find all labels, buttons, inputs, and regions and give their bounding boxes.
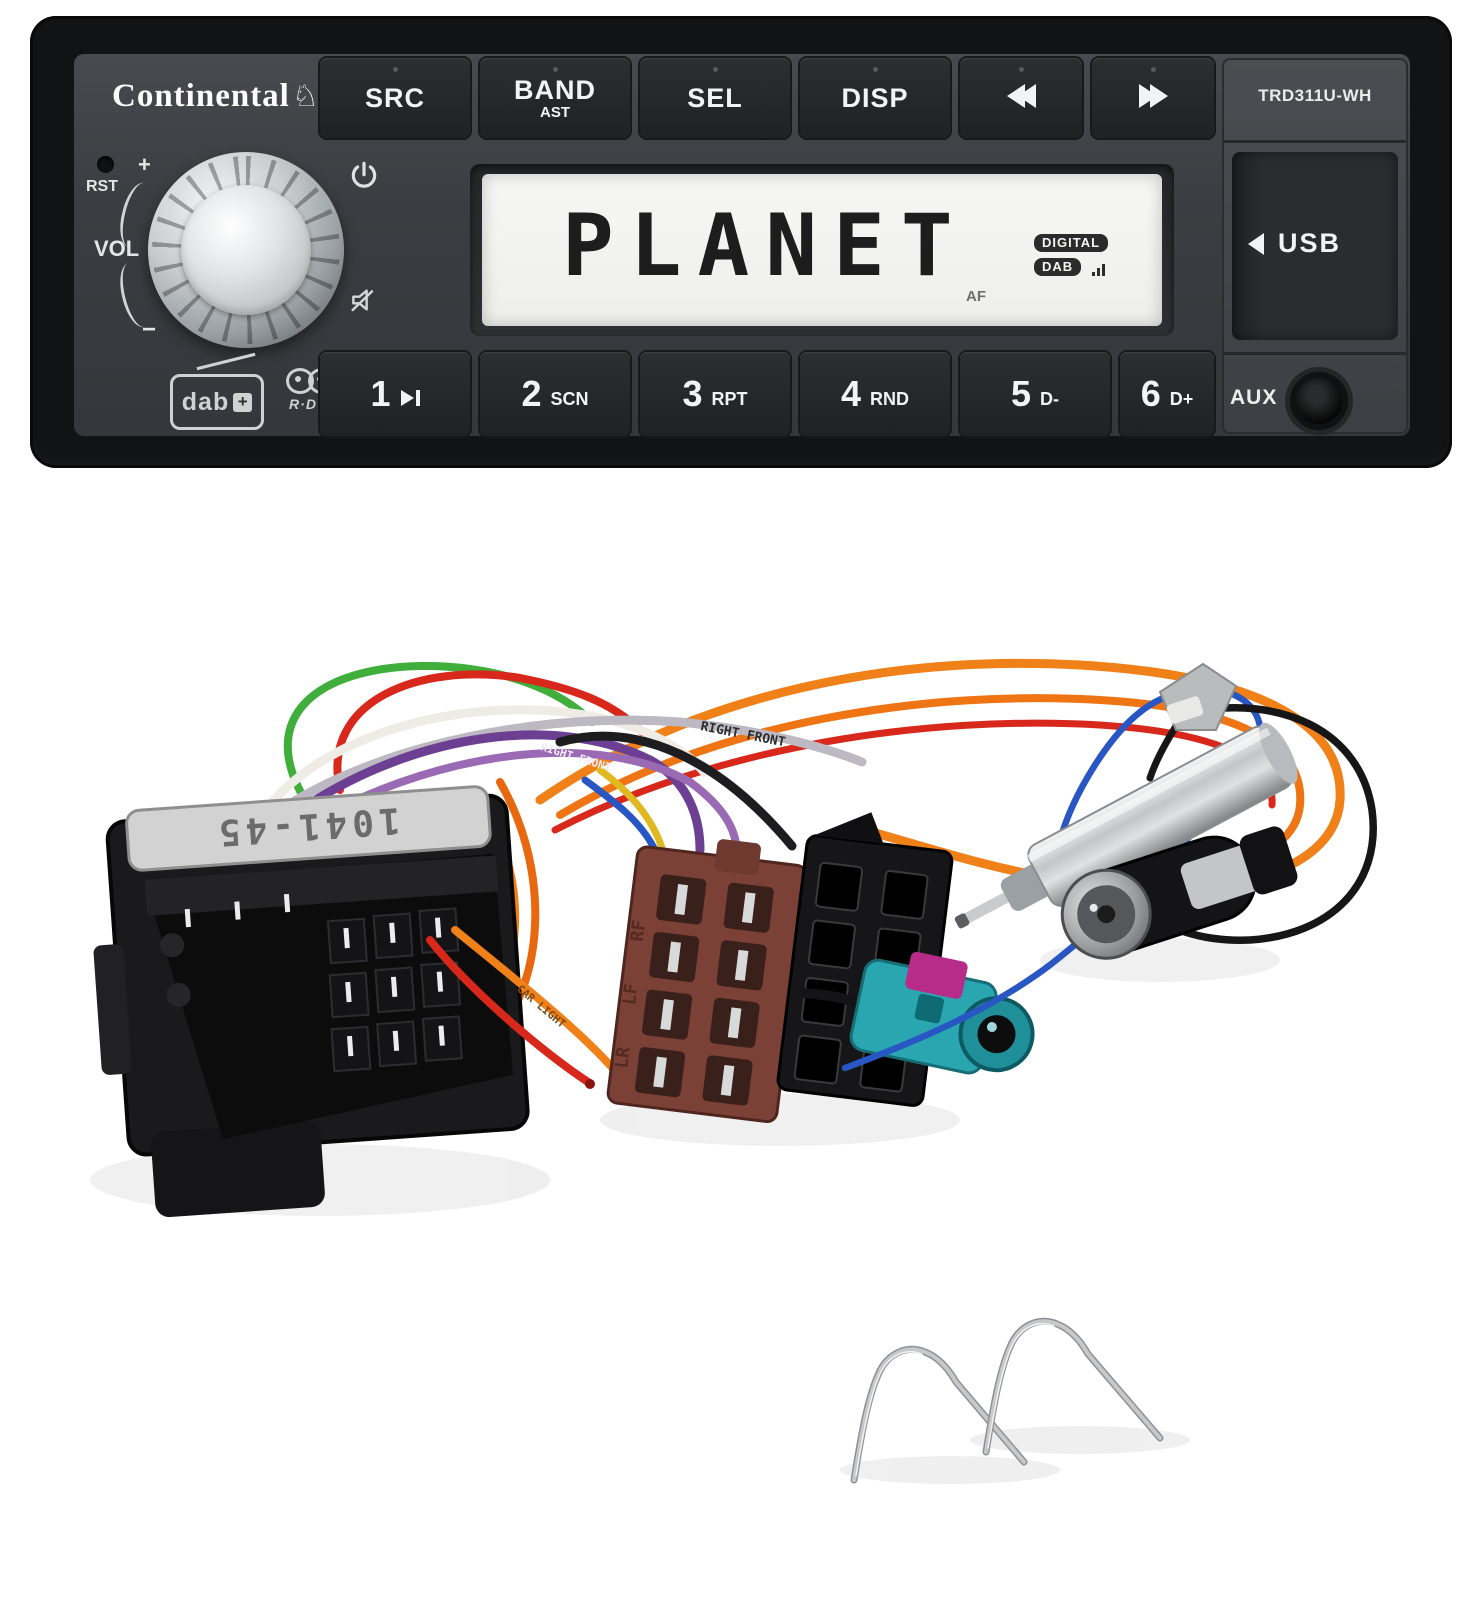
rst-label: RST [86,178,118,195]
rewind-icon [1006,83,1036,113]
preset-3-number: 3 [682,373,703,414]
preset-1-button: 1 [320,352,470,436]
button-led-dot [392,67,398,72]
svg-text:LF: LF [619,982,642,1006]
brand-logo-text: Continental [112,78,290,114]
dab-logo-text: dab [181,387,230,416]
digital-badge: DIGITAL [1034,234,1109,252]
disp-label: DISP [841,82,909,113]
quadlock-connector: 1041-45 [93,785,530,1218]
vol-label: VOL [94,236,140,261]
button-led-dot [1150,67,1156,72]
preset-2-sublabel: SCN [550,388,589,409]
af-indicator: AF [966,288,986,305]
button-led-dot [712,67,718,72]
preset-4-sublabel: RND [870,388,910,409]
ast-sublabel: AST [540,104,570,121]
preset-4-number: 4 [840,373,862,414]
model-number-label: TRD311U-WH [1258,86,1372,105]
removal-keys [850,1317,1164,1484]
svg-text:RF: RF [627,919,650,943]
preset-2-button: 2 SCN [480,352,630,436]
volume-minus-mark: − [142,316,157,343]
button-led-dot [872,67,878,72]
preset-3-button: 3 RPT [640,352,790,436]
iso-antenna-plug [1060,826,1298,960]
spade-terminal [1158,662,1238,731]
preset-6-sublabel: D+ [1169,388,1194,409]
red-loose-wire [426,936,592,1086]
signal-strength-icon [1092,260,1105,276]
lcd-station-text: PLANET [562,196,969,296]
svg-text:LR: LR [611,1046,635,1070]
usb-port-label: USB [1248,228,1341,259]
fakra-z-connector [802,951,1035,1075]
band-ast-button: BAND AST [480,58,630,138]
dab-plus-logo: dab + [170,374,264,430]
sel-label: SEL [687,82,743,113]
volume-knob [181,185,311,315]
brand-logo: Continental ♘ [112,78,319,115]
preset-5-sublabel: D- [1040,388,1060,409]
preset-5-number: 5 [1010,373,1032,414]
button-led-dot [1018,67,1024,72]
phantom-power-adapter [954,722,1298,929]
power-icon [351,161,377,188]
src-button: SRC [320,58,470,138]
play-pause-icon [400,382,420,406]
preset-3-sublabel: RPT [711,388,748,409]
dab-badge: DAB [1034,258,1082,276]
preset-6-number: 6 [1140,373,1161,414]
removal-key-2 [982,1317,1164,1456]
orange-loose-wire [451,926,620,1076]
iso-connector-brown: RF LF LR [606,839,808,1124]
usb-arrow-icon [1248,232,1264,255]
panel-divider [1224,140,1406,143]
reset-pinhole [97,156,114,173]
preset-6-button: 6 D+ [1120,352,1214,436]
wire-bundle [220,661,867,866]
aux-jack-socket [1290,372,1348,430]
brown-iso-markings: RF LF LR [611,919,650,1070]
sel-button: SEL [640,58,790,138]
panel-divider [1224,352,1406,355]
mute-speaker-icon [351,289,374,312]
preset-2-number: 2 [521,373,542,414]
fast-forward-icon [1138,83,1168,113]
rewind-button [960,58,1082,138]
fast-forward-button [1092,58,1214,138]
volume-plus-mark: + [138,152,151,177]
usb-text: USB [1278,228,1342,258]
removal-key-1 [850,1345,1028,1484]
continental-horse-icon: ♘ [291,80,319,113]
preset-1-number: 1 [370,373,391,414]
disp-button: DISP [800,58,950,138]
preset-4-button: 4 RND [800,352,950,436]
button-led-dot [552,67,558,72]
src-label: SRC [364,82,425,113]
quadlock-pins [184,893,445,1057]
aux-label: AUX [1230,386,1278,409]
band-label: BAND [514,75,596,105]
black-antenna-wire [1136,662,1377,944]
brown-iso-pins [653,883,756,1096]
dab-plus-sign: + [233,392,253,412]
preset-5-button: 5 D- [960,352,1110,436]
